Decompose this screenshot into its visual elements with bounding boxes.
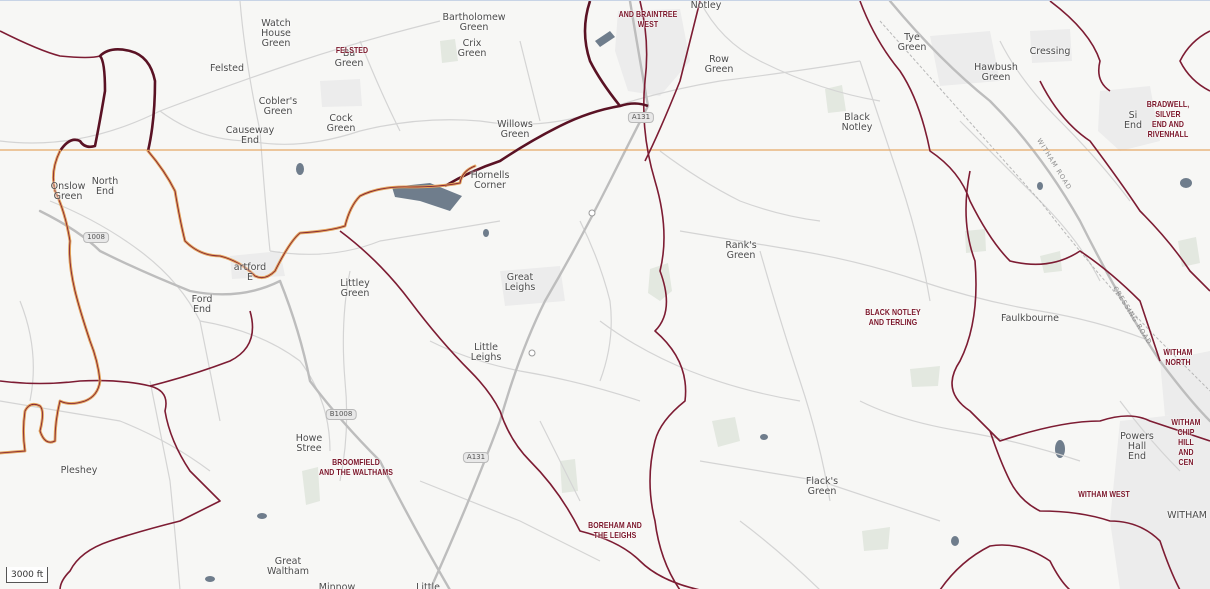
- place-label-little-leighs: Little Leighs: [470, 342, 502, 363]
- place-label-hartford-end: artford E: [233, 262, 267, 283]
- place-label-witham: WITHAM: [1167, 510, 1207, 521]
- place-label-great-leighs: Great Leighs: [504, 272, 536, 293]
- place-label-hornells-corner: Hornells Corner: [470, 170, 510, 191]
- ward-label-witham-chipping-hill: WITHAM CHIP HILL AND CEN: [1171, 417, 1201, 467]
- place-label-minnow-end: Minnow: [318, 582, 356, 589]
- place-label-flacks-green: Flack's Green: [805, 476, 839, 497]
- place-label-notley: Notley: [690, 0, 722, 11]
- place-label-tye-green: Tye Green: [897, 32, 927, 53]
- place-label-barnston-green: Ba Green: [334, 48, 364, 69]
- ward-label-black-notley-terling: BLACK NOTLEY AND TERLING: [865, 307, 921, 327]
- place-label-causeway-end: Causeway End: [225, 125, 275, 146]
- place-label-willows-green: Willows Green: [497, 119, 533, 140]
- railway-line: [879, 20, 1210, 392]
- place-label-ford-end: Ford End: [191, 294, 213, 315]
- place-label-powers-hall-end: Powers Hall End: [1120, 431, 1154, 462]
- road-shield-a131-north: A131: [627, 112, 655, 123]
- water-bodies: [205, 31, 1192, 582]
- selected-boundary-inner: [0, 150, 476, 454]
- road-shield-b1008-south: B1008: [325, 409, 357, 420]
- place-label-cressing: Cressing: [1029, 46, 1071, 57]
- place-label-great-waltham: Great Waltham: [266, 556, 310, 577]
- ward-label-broomfield: BROOMFIELD AND THE WALTHAMS: [319, 457, 393, 477]
- place-label-si-end: Si End: [1123, 110, 1143, 131]
- place-label-row-green: Row Green: [704, 54, 734, 75]
- road-junctions: [528, 209, 596, 357]
- ward-label-bradwell: BRADWELL, SILVER END AND RIVENHALL: [1146, 99, 1190, 139]
- place-label-north-end: North End: [91, 176, 119, 197]
- ward-label-braintree-west: AND BRAINTREE WEST: [618, 9, 678, 29]
- ward-label-witham-west: WITHAM WEST: [1078, 489, 1130, 499]
- place-label-hawbush-green: Hawbush Green: [974, 62, 1018, 83]
- place-label-pleshey: Pleshey: [60, 465, 98, 476]
- place-label-little-waltham: Little: [416, 582, 440, 589]
- place-label-bartholomew-green: Bartholomew Green: [442, 12, 506, 33]
- place-label-faulkbourne: Faulkbourne: [1000, 313, 1060, 324]
- place-label-crix-green: Crix Green: [457, 38, 487, 59]
- woodland-areas: [302, 39, 1200, 551]
- settlement-areas: [230, 9, 1210, 589]
- road-shield-b1008-west: 1008: [83, 232, 109, 243]
- road-shield-a131-south: A131: [462, 452, 490, 463]
- place-label-littley-green: Littley Green: [340, 278, 370, 299]
- place-label-onslow-green: Onslow Green: [50, 181, 86, 202]
- place-label-coblers-green: Cobler's Green: [258, 96, 298, 117]
- ward-label-boreham: BOREHAM AND THE LEIGHS: [588, 520, 642, 540]
- major-roads: [38, 1, 1210, 589]
- place-label-ranks-green: Rank's Green: [725, 240, 757, 261]
- ward-label-felsted: FELSTED: [335, 45, 369, 55]
- scale-bar: 3000 ft: [6, 567, 49, 583]
- place-label-howe-street: Howe Stree: [295, 433, 323, 454]
- minor-roads: [0, 1, 1181, 589]
- constituency-boundaries: [58, 1, 649, 188]
- place-label-black-notley: Black Notley: [841, 112, 873, 133]
- place-label-cock-green: Cock Green: [326, 113, 356, 134]
- ward-label-witham-north: WITHAM NORTH: [1163, 347, 1193, 367]
- place-label-watch-house-green: Watch House Green: [261, 18, 291, 49]
- place-label-felsted: Felsted: [210, 63, 244, 74]
